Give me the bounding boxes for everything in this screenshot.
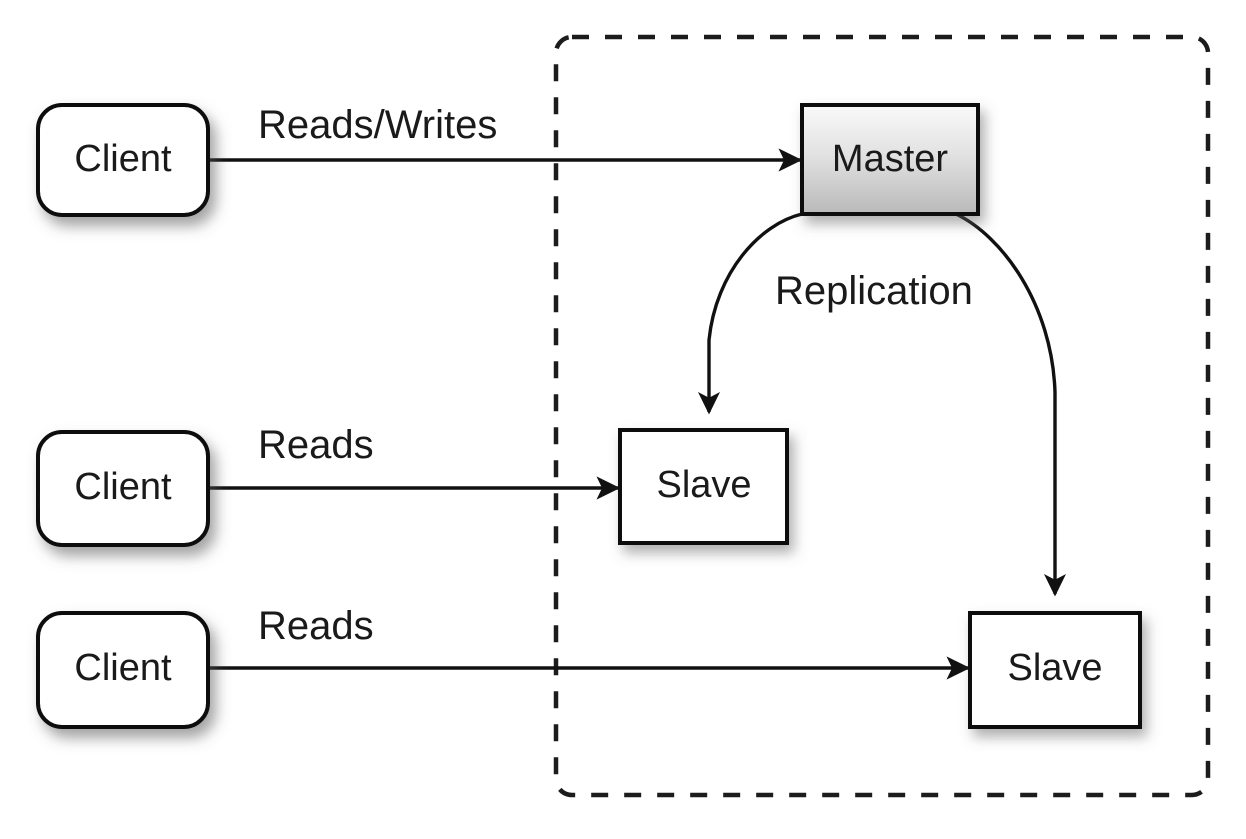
node-client-1[interactable]: Client <box>36 103 210 217</box>
node-master[interactable]: Master <box>800 103 980 216</box>
client-2-label: Client <box>74 466 172 508</box>
node-slave-1[interactable]: Slave <box>618 428 789 545</box>
edge-label-reads-writes: Reads/Writes <box>258 103 497 147</box>
client-3-label: Client <box>74 647 172 689</box>
edge-master-slave1 <box>697 212 803 415</box>
client-1-box <box>36 103 210 217</box>
node-client-2[interactable]: Client <box>36 430 210 547</box>
client-3-box <box>36 611 210 729</box>
slave-1-box <box>618 428 789 545</box>
edge-label-replication: Replication <box>775 269 973 313</box>
slave-1-label: Slave <box>656 464 751 506</box>
edge-label-reads-1: Reads <box>258 423 374 467</box>
slave-2-label: Slave <box>1007 647 1102 689</box>
master-label: Master <box>832 138 948 180</box>
slave-2-box <box>968 611 1142 729</box>
master-box <box>800 103 980 216</box>
datastore-boundary <box>553 34 1211 798</box>
client-1-label: Client <box>74 138 172 180</box>
node-slave-2[interactable]: Slave <box>968 611 1142 729</box>
node-client-3[interactable]: Client <box>36 611 210 729</box>
client-2-box <box>36 430 210 547</box>
edge-label-reads-2: Reads <box>258 604 374 648</box>
edge-master-slave2 <box>955 212 1067 597</box>
